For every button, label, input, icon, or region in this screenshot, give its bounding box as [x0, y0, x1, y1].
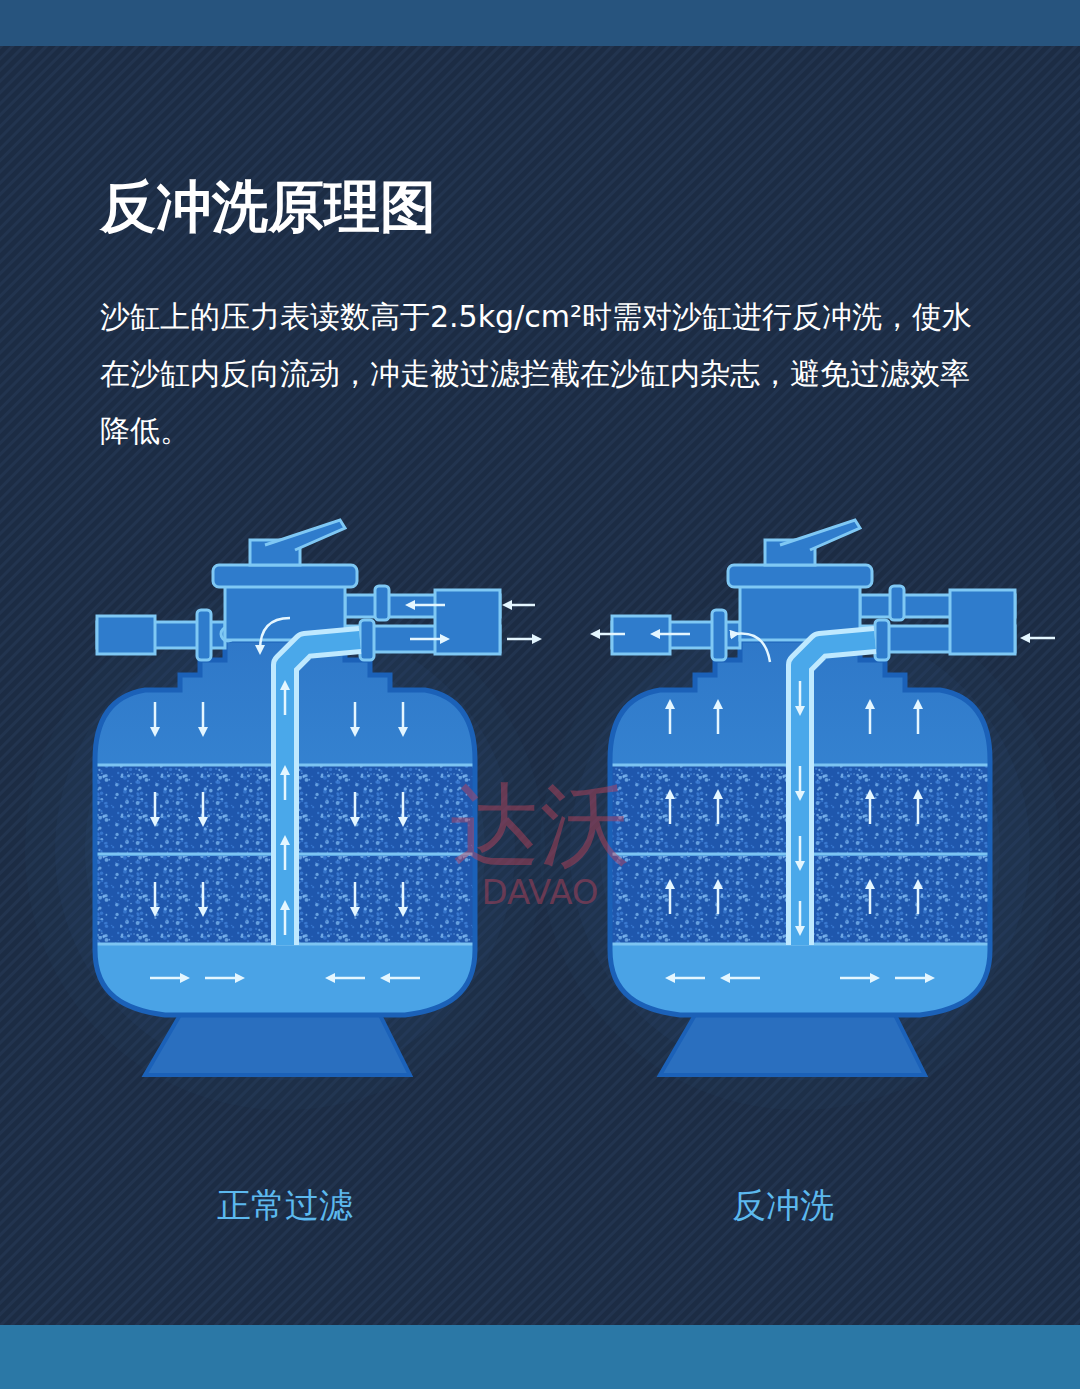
flow-arrow: [507, 604, 535, 607]
flow-arrow: [840, 977, 875, 980]
caption-backwash: 反冲洗: [633, 1183, 933, 1227]
flow-arrow: [655, 633, 690, 636]
flow-arrow: [402, 792, 405, 822]
flow-arrow: [385, 977, 420, 980]
flow-arrow: [410, 604, 445, 607]
flow-arrow: [410, 638, 445, 641]
flow-arrow: [670, 977, 705, 980]
flow-arrow: [869, 794, 872, 824]
flow-arrow: [354, 792, 357, 822]
flow-arrow: [669, 884, 672, 914]
flow-arrow: [895, 977, 930, 980]
flow-arrow: [725, 977, 760, 980]
flow-arrow: [202, 882, 205, 912]
flow-arrow: [799, 836, 802, 866]
flow-arrow: [154, 702, 157, 732]
flow-arrow: [284, 770, 287, 800]
flow-arrow: [202, 702, 205, 732]
flow-arrow: [284, 685, 287, 715]
flow-arrow: [869, 704, 872, 734]
flow-arrow: [917, 884, 920, 914]
flow-arrow: [917, 794, 920, 824]
flow-arrow: [154, 882, 157, 912]
flow-arrow: [330, 977, 365, 980]
bottom-bar: [0, 1325, 1080, 1389]
title: 反冲洗原理图: [100, 170, 436, 246]
watermark: DAVAO: [390, 872, 690, 912]
flow-arrow: [717, 884, 720, 914]
flow-arrow: [717, 794, 720, 824]
flow-arrow: [354, 882, 357, 912]
flow-arrow: [1025, 637, 1055, 640]
flow-arrow: [284, 840, 287, 870]
flow-arrow: [507, 638, 537, 641]
top-bar: [0, 0, 1080, 46]
flow-arrow: [799, 901, 802, 931]
flow-arrow: [154, 792, 157, 822]
flow-arrow: [717, 704, 720, 734]
flow-arrow: [595, 633, 625, 636]
flow-arrow: [917, 704, 920, 734]
flow-arrow: [869, 884, 872, 914]
flow-arrow: [402, 702, 405, 732]
description: 沙缸上的压力表读数高于2.5kg/cm²时需对沙缸进行反冲洗，使水在沙缸内反向流…: [100, 288, 985, 459]
flow-arrow: [150, 977, 185, 980]
flow-arrow: [284, 905, 287, 935]
flow-arrow: [799, 766, 802, 796]
flow-arrow: [669, 794, 672, 824]
flow-arrow: [205, 977, 240, 980]
watermark: 达沃: [390, 775, 690, 875]
flow-arrow: [202, 792, 205, 822]
flow-arrow: [669, 704, 672, 734]
flow-arrow: [402, 882, 405, 912]
flow-arrow: [799, 681, 802, 711]
flow-arrow: [354, 702, 357, 732]
caption-normal-filtration: 正常过滤: [135, 1183, 435, 1227]
